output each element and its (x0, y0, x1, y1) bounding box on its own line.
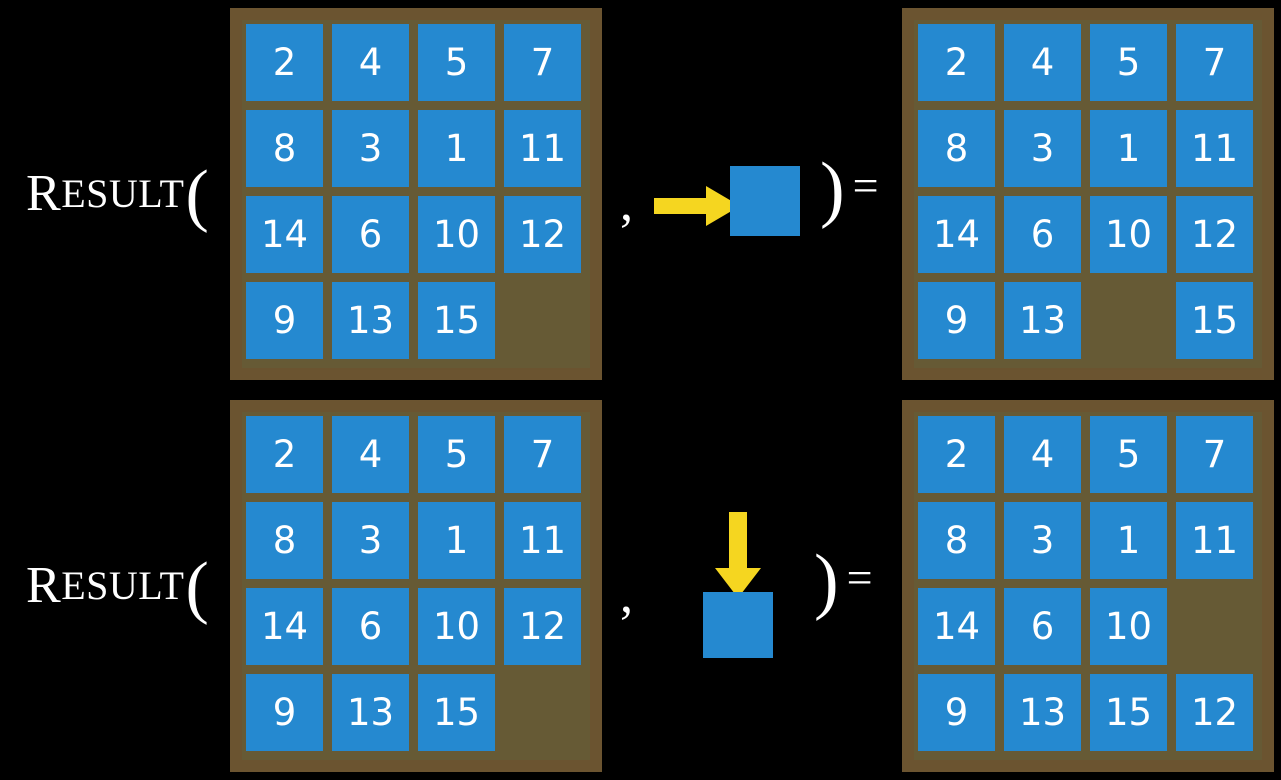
input-board-row1: 2 4 5 7 8 3 1 11 14 6 10 12 9 13 15 (230, 8, 602, 380)
tile[interactable]: 15 (1090, 674, 1167, 751)
input-grid-row1: 2 4 5 7 8 3 1 11 14 6 10 12 9 13 15 (242, 20, 590, 368)
open-paren-row1: ( (185, 157, 210, 234)
tile-empty-slot[interactable] (1176, 588, 1253, 665)
equals-sign: = (846, 551, 873, 603)
tile[interactable]: 4 (1004, 416, 1081, 493)
tile[interactable]: 4 (332, 24, 409, 101)
tile[interactable]: 1 (1090, 110, 1167, 187)
close-paren: ) (820, 148, 845, 230)
tile[interactable]: 13 (332, 674, 409, 751)
open-paren-row2: ( (185, 549, 210, 626)
tile[interactable]: 7 (504, 416, 581, 493)
tile[interactable]: 12 (504, 588, 581, 665)
tile[interactable]: 8 (246, 110, 323, 187)
tile[interactable]: 2 (918, 24, 995, 101)
tile[interactable]: 1 (1090, 502, 1167, 579)
tile[interactable]: 14 (918, 588, 995, 665)
tile[interactable]: 7 (1176, 24, 1253, 101)
tile[interactable]: 14 (918, 196, 995, 273)
tile[interactable]: 3 (332, 502, 409, 579)
tile-empty-slot[interactable] (1090, 282, 1167, 359)
comma-separator: , (620, 175, 633, 232)
tile[interactable]: 1 (418, 110, 495, 187)
tile[interactable]: 4 (1004, 24, 1081, 101)
tile[interactable]: 5 (1090, 24, 1167, 101)
moving-tile-square-row2[interactable] (703, 592, 773, 658)
result-label-initial: R (26, 165, 62, 222)
output-board-row1: 2 4 5 7 8 3 1 11 14 6 10 12 9 13 15 (902, 8, 1274, 380)
tile[interactable]: 2 (918, 416, 995, 493)
output-board-row2: 2 4 5 7 8 3 1 11 14 6 10 9 13 15 12 (902, 400, 1274, 772)
tile[interactable]: 11 (1176, 502, 1253, 579)
tile[interactable]: 6 (332, 588, 409, 665)
close-paren: ) (814, 540, 839, 622)
tile[interactable]: 4 (332, 416, 409, 493)
tile[interactable]: 10 (418, 588, 495, 665)
operator-area-row1: , )= (602, 0, 902, 388)
arrow-right-icon (654, 186, 740, 226)
tile[interactable]: 10 (1090, 588, 1167, 665)
tile[interactable]: 10 (418, 196, 495, 273)
tile[interactable]: 9 (918, 282, 995, 359)
tile[interactable]: 10 (1090, 196, 1167, 273)
tile[interactable]: 11 (504, 502, 581, 579)
tile[interactable]: 14 (246, 196, 323, 273)
tile[interactable]: 6 (1004, 588, 1081, 665)
tile[interactable]: 6 (1004, 196, 1081, 273)
result-label-rest: ESULT (61, 563, 185, 608)
result-label-rest: ESULT (61, 171, 185, 216)
close-paren-equals-row2: )= (814, 544, 873, 618)
tile[interactable]: 11 (504, 110, 581, 187)
operator-area-row2: , )= (602, 392, 902, 780)
output-grid-row2: 2 4 5 7 8 3 1 11 14 6 10 9 13 15 12 (914, 412, 1262, 760)
tile[interactable]: 12 (1176, 196, 1253, 273)
output-grid-row1: 2 4 5 7 8 3 1 11 14 6 10 12 9 13 15 (914, 20, 1262, 368)
tile[interactable]: 6 (332, 196, 409, 273)
tile[interactable]: 15 (418, 674, 495, 751)
tile[interactable]: 13 (1004, 282, 1081, 359)
comma-separator: , (620, 567, 633, 624)
tile[interactable]: 9 (918, 674, 995, 751)
equals-sign: = (852, 159, 879, 211)
tile[interactable]: 3 (332, 110, 409, 187)
tile[interactable]: 5 (418, 24, 495, 101)
tile[interactable]: 14 (246, 588, 323, 665)
tile[interactable]: 9 (246, 282, 323, 359)
tile[interactable]: 7 (1176, 416, 1253, 493)
tile[interactable]: 3 (1004, 502, 1081, 579)
tile[interactable]: 3 (1004, 110, 1081, 187)
tile[interactable]: 13 (1004, 674, 1081, 751)
tile[interactable]: 1 (418, 502, 495, 579)
input-grid-row2: 2 4 5 7 8 3 1 11 14 6 10 12 9 13 15 (242, 412, 590, 760)
tile[interactable]: 5 (418, 416, 495, 493)
close-paren-equals-row1: )= (820, 152, 879, 226)
tile[interactable]: 7 (504, 24, 581, 101)
tile[interactable]: 9 (246, 674, 323, 751)
result-label-initial: R (26, 557, 62, 614)
tile[interactable]: 15 (418, 282, 495, 359)
tile[interactable]: 8 (918, 502, 995, 579)
tile[interactable]: 2 (246, 24, 323, 101)
tile-empty-slot[interactable] (504, 674, 581, 751)
input-board-row2: 2 4 5 7 8 3 1 11 14 6 10 12 9 13 15 (230, 400, 602, 772)
tile-empty-slot[interactable] (504, 282, 581, 359)
tile[interactable]: 5 (1090, 416, 1167, 493)
moving-tile-square-row1[interactable] (730, 166, 800, 236)
arrow-down-icon (715, 512, 761, 598)
tile[interactable]: 15 (1176, 282, 1253, 359)
tile[interactable]: 8 (246, 502, 323, 579)
tile[interactable]: 13 (332, 282, 409, 359)
tile[interactable]: 11 (1176, 110, 1253, 187)
tile[interactable]: 2 (246, 416, 323, 493)
tile[interactable]: 8 (918, 110, 995, 187)
tile[interactable]: 12 (504, 196, 581, 273)
tile[interactable]: 12 (1176, 674, 1253, 751)
